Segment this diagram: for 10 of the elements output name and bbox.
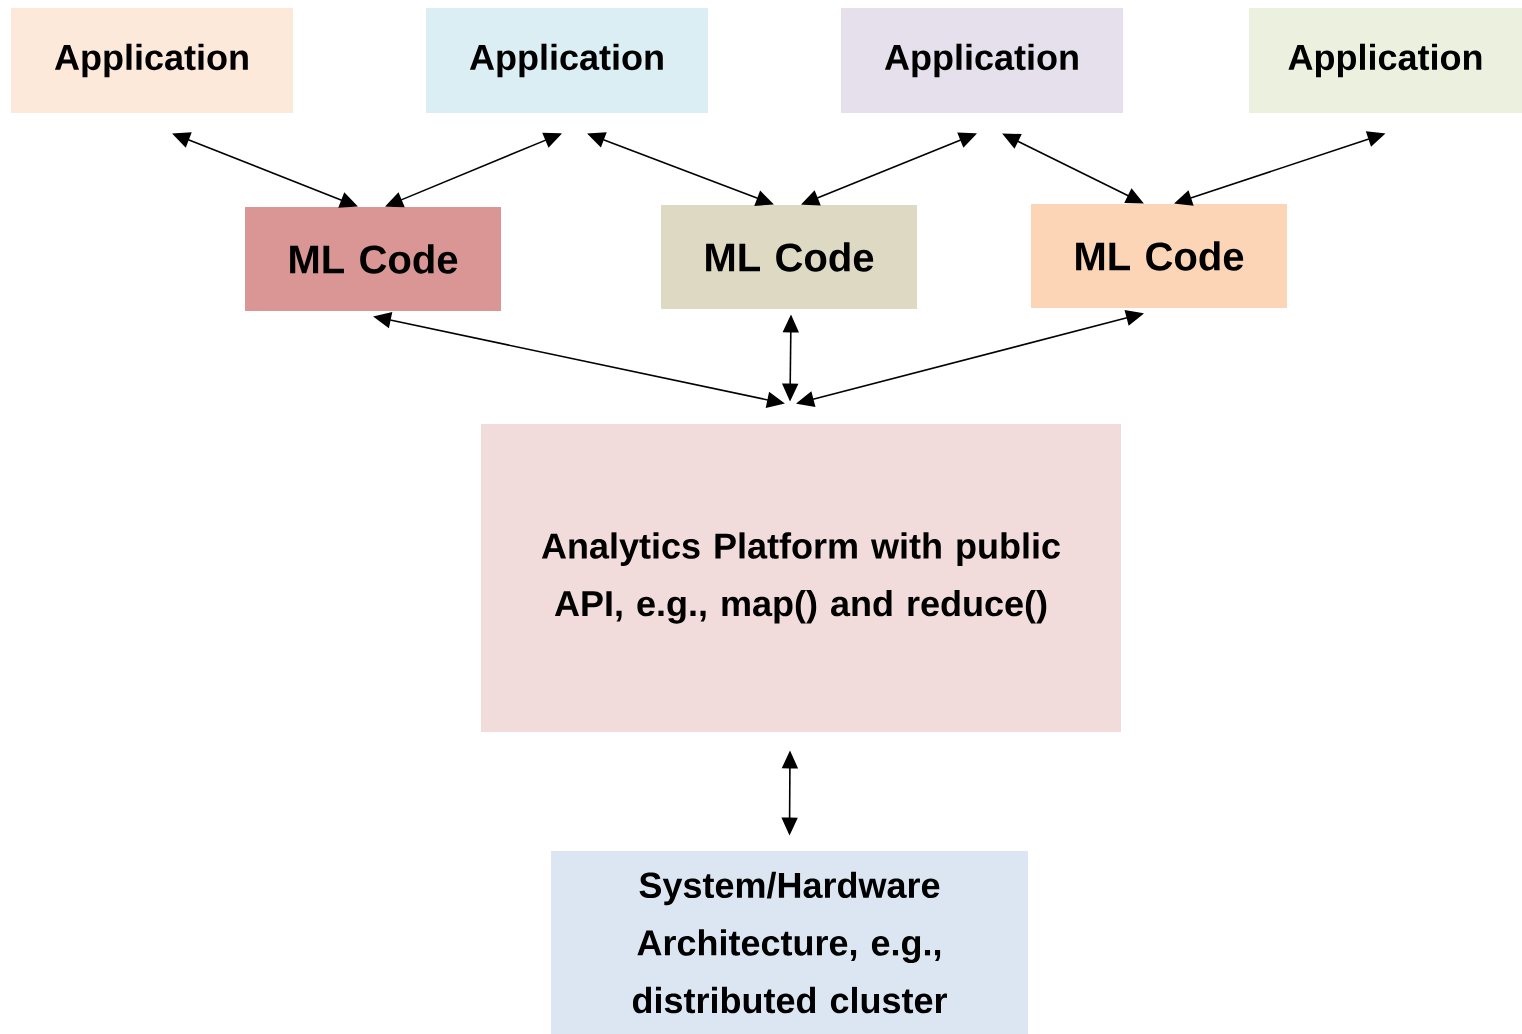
arrow [1002,133,1144,204]
application-box: Application [841,8,1123,113]
platform-box: Analytics Platform with public API, e.g., map() and reduce() [481,424,1121,732]
code-box: ML Code [661,205,917,309]
code-box: ML Code [1031,204,1287,308]
architecture-box: System/Hardware Architecture, e.g., distributed cluster [551,851,1028,1034]
application-box: Application [426,8,708,113]
application-box: Application [11,8,293,113]
application-box: Application [1249,8,1522,113]
code-box: ML Code [245,207,501,311]
